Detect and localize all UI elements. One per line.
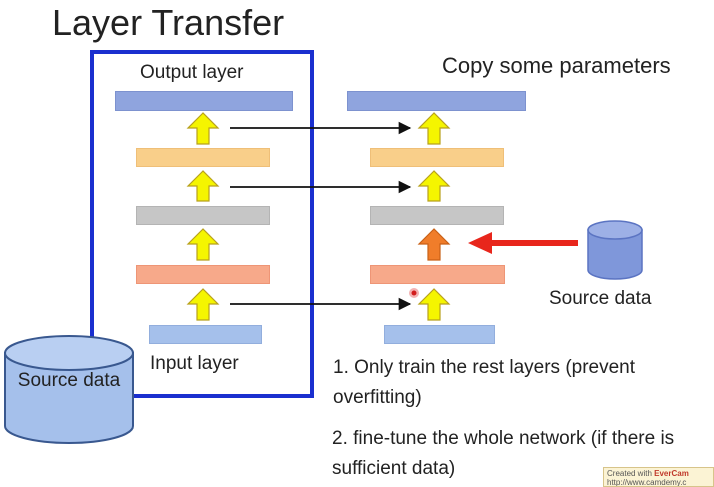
- left-up-arrow-4: [186, 288, 220, 321]
- left-up-arrow-2: [186, 170, 220, 202]
- source-data-label-right: Source data: [549, 288, 652, 309]
- left-hidden-layer-3: [136, 148, 270, 167]
- right-up-arrow-2: [417, 170, 451, 202]
- source-data-cylinder-right: [587, 220, 643, 280]
- left-input-layer: [149, 325, 262, 344]
- right-up-arrow-4: [417, 288, 451, 321]
- source-data-arrow: [468, 232, 578, 254]
- left-hidden-layer-2: [136, 206, 270, 225]
- left-hidden-layer-1: [136, 265, 270, 284]
- note-only-train-rest: 1. Only train the rest layers (prevent o…: [333, 357, 636, 408]
- source-data-label-left: Source data: [17, 370, 121, 391]
- evercam-watermark: Created with EverCam http://www.camdemy.…: [603, 467, 714, 487]
- watermark-prefix: Created with: [607, 469, 655, 478]
- left-up-arrow-3: [186, 228, 220, 261]
- source-network-frame: [90, 50, 314, 398]
- copy-parameters-caption: Copy some parameters: [442, 53, 671, 78]
- slide-title: Layer Transfer: [52, 2, 285, 43]
- right-hidden-layer-3: [370, 148, 504, 167]
- left-output-layer: [115, 91, 293, 111]
- right-output-layer: [347, 91, 526, 111]
- cursor-dot: [409, 288, 419, 298]
- note-fine-tune: 2. fine-tune the whole network (if there…: [332, 428, 675, 479]
- watermark-url: http://www.camdemy.c: [607, 478, 687, 487]
- watermark-brand: EverCam: [654, 469, 689, 478]
- source-data-cylinder-left: [4, 335, 134, 444]
- output-layer-label: Output layer: [140, 62, 244, 83]
- left-up-arrow-1: [186, 112, 220, 145]
- right-up-arrow-1: [417, 112, 451, 145]
- right-hidden-layer-1: [370, 265, 505, 284]
- input-layer-label: Input layer: [150, 353, 239, 374]
- right-hidden-layer-2: [370, 206, 504, 225]
- right-up-arrow-trainable: [417, 228, 451, 261]
- right-input-layer: [384, 325, 495, 344]
